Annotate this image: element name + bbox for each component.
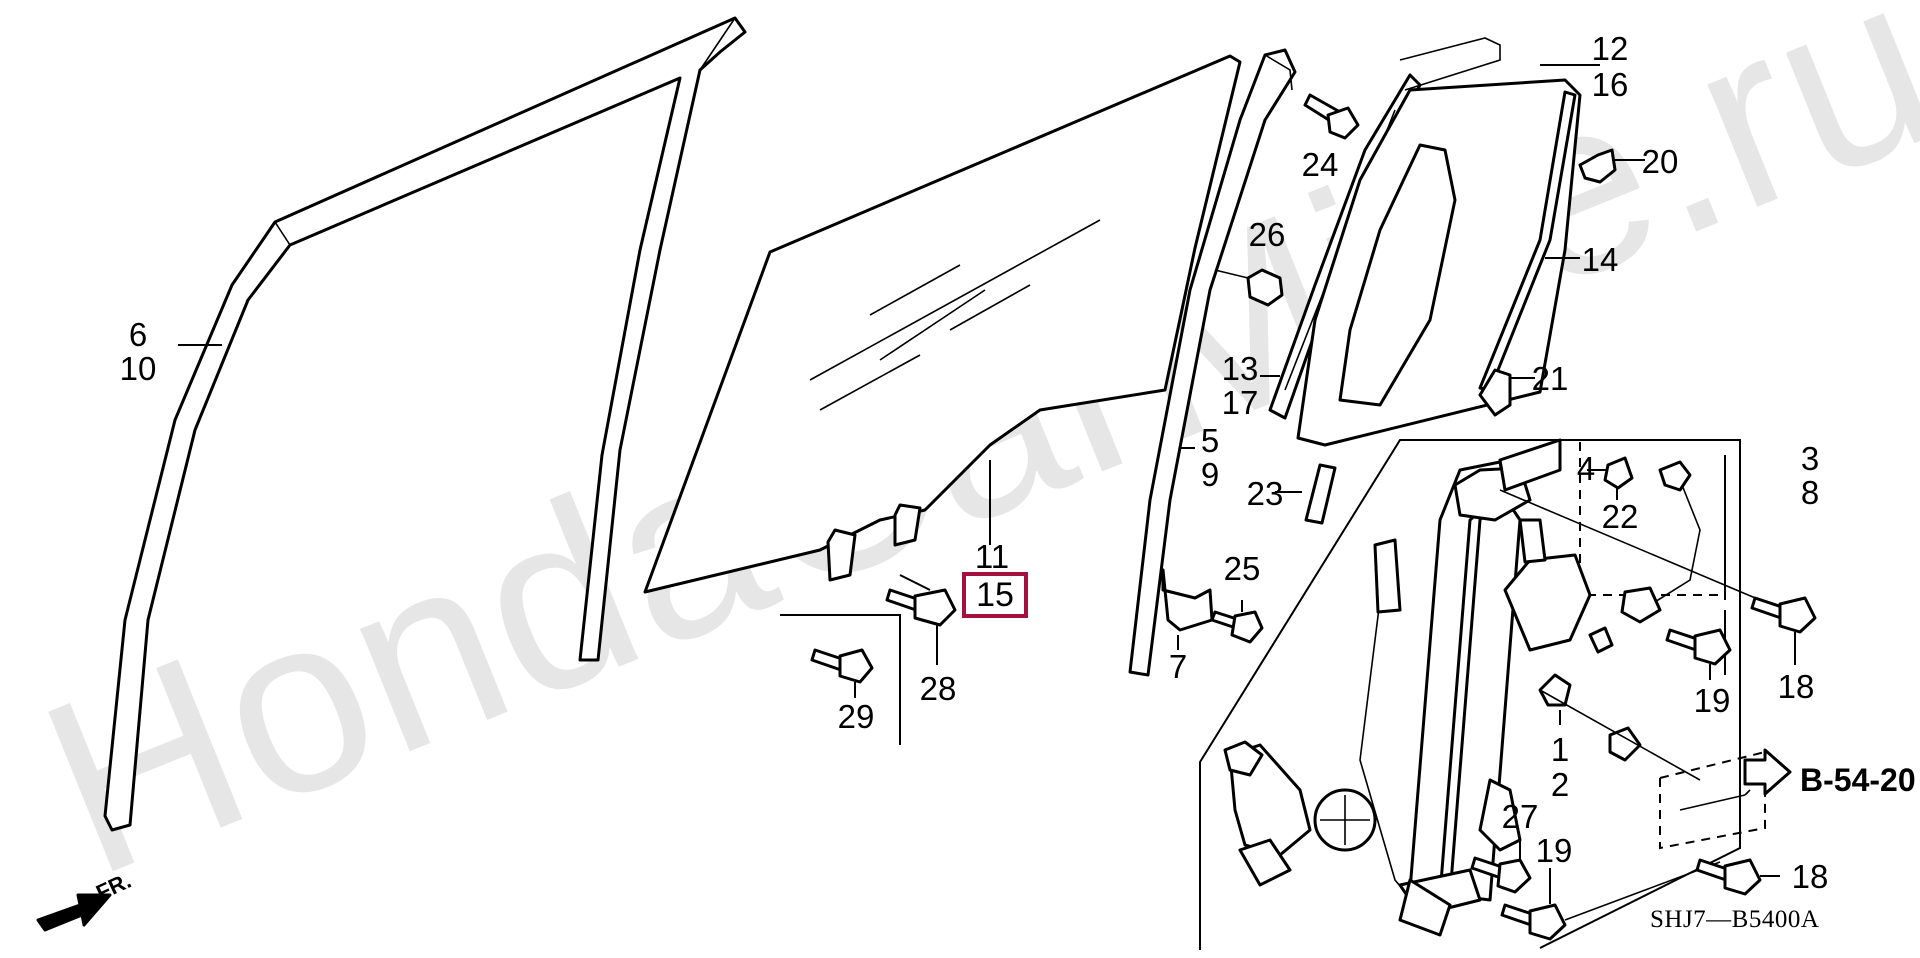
bolt-28: [885, 588, 957, 627]
run-channel-part: [103, 16, 747, 832]
window-regulator-part: [1223, 438, 1562, 937]
callout-24: 24: [1301, 146, 1339, 183]
center-channel-part: [1128, 48, 1297, 677]
callout-11: 11: [974, 538, 1010, 575]
bolt-29: [810, 648, 874, 684]
callout-5: 5: [1200, 422, 1220, 459]
callout-18-lower: 18: [1791, 858, 1829, 895]
leader-28: [899, 574, 931, 591]
leader-18a-line: [1499, 489, 1761, 601]
cable-assembly: [1588, 456, 1701, 654]
callout-17: 17: [1221, 384, 1259, 421]
front-arrow-icon: [36, 893, 112, 932]
callout-13: 13: [1221, 350, 1259, 387]
callout-4: 4: [1576, 450, 1596, 487]
bolt-27: [1470, 856, 1532, 894]
reference-arrow: [1743, 748, 1792, 796]
reference-box: [1659, 750, 1766, 850]
diagram-code: SHJ7—B5400A: [1650, 906, 1820, 933]
leader-18b-line: [1564, 861, 1721, 921]
leader-b5420-line: [1539, 689, 1701, 781]
clip-20: [1578, 148, 1617, 184]
callout-10: 10: [119, 350, 157, 387]
subgroup-bracket: [780, 614, 901, 745]
callout-7: 7: [1168, 648, 1188, 685]
callout-20: 20: [1641, 143, 1679, 180]
callout-27: 27: [1501, 798, 1539, 835]
reference-link-b-54-20[interactable]: B-54-20: [1800, 762, 1916, 798]
callout-18-upper: 18: [1777, 668, 1815, 705]
callout-15-highlighted[interactable]: 15: [962, 572, 1028, 618]
callout-26: 26: [1248, 216, 1286, 253]
bolt-25: [1210, 610, 1264, 644]
callout-19-upper: 19: [1693, 682, 1731, 719]
bolt-18a: [1750, 596, 1817, 634]
callout-8: 8: [1800, 474, 1820, 511]
callout-21: 21: [1531, 360, 1569, 397]
bolt-18b: [1695, 858, 1762, 896]
clip-21: [1478, 368, 1512, 417]
callout-16: 16: [1591, 66, 1629, 103]
callout-23: 23: [1246, 475, 1284, 512]
callout-14: 14: [1581, 241, 1619, 278]
callout-19-lower: 19: [1535, 832, 1573, 869]
callout-2: 2: [1550, 766, 1570, 803]
callout-29: 29: [837, 698, 875, 735]
bolt-19b: [1500, 903, 1567, 941]
nut-26: [1214, 268, 1284, 307]
reference-rod: [1679, 789, 1751, 811]
callout-3: 3: [1800, 440, 1820, 477]
latch-assembly: [1503, 518, 1642, 762]
bolt-19a: [1665, 628, 1732, 666]
callout-6: 6: [128, 316, 148, 353]
callout-28: 28: [919, 670, 957, 707]
callout-1: 1: [1550, 731, 1570, 768]
part-7-clip: [1161, 568, 1214, 632]
callout-22: 22: [1601, 498, 1639, 535]
callout-9: 9: [1200, 456, 1220, 493]
bolt-24: [1303, 93, 1360, 140]
quarter-glass-part: [1296, 37, 1582, 447]
callout-25: 25: [1223, 550, 1261, 587]
clip-23: [1304, 463, 1337, 525]
callout-12: 12: [1591, 30, 1629, 67]
door-glass-part: [643, 54, 1242, 594]
